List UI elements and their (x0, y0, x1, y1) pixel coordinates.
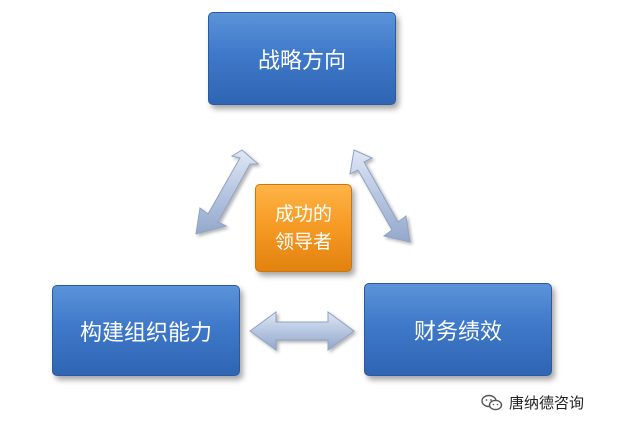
double-arrow-top-left (195, 149, 260, 235)
node-label: 财务绩效 (413, 319, 502, 345)
watermark: 唐纳德咨询 (481, 392, 584, 413)
node-build-org-capability: 构建组织能力 (52, 285, 240, 376)
node-label: 构建组织能力 (79, 320, 212, 346)
center-label-line1: 成功的 (274, 203, 332, 225)
node-successful-leader: 成功的 领导者 (255, 184, 352, 272)
watermark-text: 唐纳德咨询 (509, 394, 585, 412)
double-arrow-horizontal (249, 311, 355, 351)
double-arrow-top-right (349, 149, 411, 243)
center-label-line2: 领导者 (274, 231, 332, 253)
wechat-icon (481, 394, 503, 410)
node-label: 战略方向 (257, 48, 346, 74)
node-strategic-direction: 战略方向 (208, 12, 396, 105)
node-financial-performance: 财务绩效 (364, 283, 552, 376)
